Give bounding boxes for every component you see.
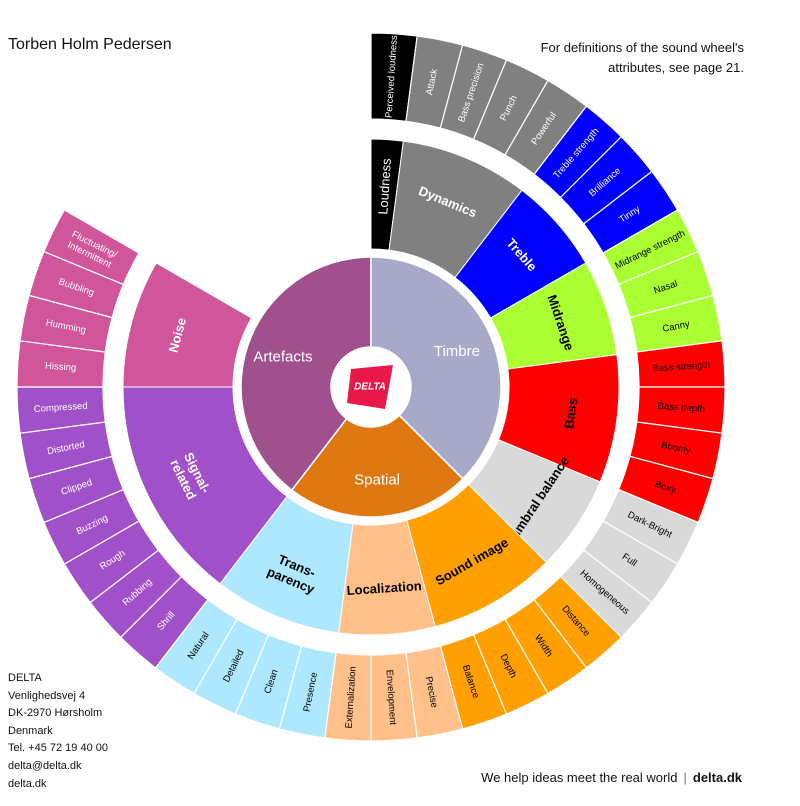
core-label-artefacts: Artefacts xyxy=(253,349,312,366)
attribute-label-perceived-loudness: Perceived loudness xyxy=(383,35,399,119)
delta-logo: DELTA xyxy=(335,351,407,423)
attribute-label-envelopment: Envelopment xyxy=(384,669,399,725)
address-line: Tel. +45 72 19 40 00 xyxy=(8,742,108,755)
logo-mark xyxy=(347,365,393,409)
footer-separator: | xyxy=(683,770,687,785)
attribute-label-externalization: Externalization xyxy=(343,666,358,729)
core-segment-timbre xyxy=(370,256,502,480)
category-label-localization: Localization xyxy=(346,578,422,598)
attribute-label-bass-strength: Bass strength xyxy=(652,359,711,374)
attribute-label-attack: Attack xyxy=(424,68,440,96)
attribute-label-compressed: Compressed xyxy=(33,400,87,414)
address-line: delta.dk xyxy=(8,777,47,790)
footer-site: delta.dk xyxy=(692,770,742,785)
logo-text: DELTA xyxy=(354,382,386,393)
core-label-spatial: Spatial xyxy=(354,471,400,488)
category-segment-signal-related xyxy=(122,386,288,585)
address-line: DK-2970 Hørsholm xyxy=(8,707,103,720)
attribute-segment-fluctuating-intermittent xyxy=(43,209,140,286)
footer: We help ideas meet the real world | delta.… xyxy=(481,770,742,785)
footer-tagline: We help ideas meet the real world xyxy=(481,770,678,785)
core-segment-artefacts xyxy=(240,256,372,492)
category-label-loudness: Loudness xyxy=(375,157,394,215)
core-label-timbre: Timbre xyxy=(434,343,480,360)
definitions-note: For definitions of the sound wheel's att… xyxy=(484,38,744,78)
address-line: delta@delta.dk xyxy=(8,759,82,772)
author-name: Torben Holm Pedersen xyxy=(8,36,172,53)
address-line: Venlighedsvej 4 xyxy=(8,689,86,702)
attribute-label-canny: Canny xyxy=(661,318,690,334)
address-block: DELTA Venlighedsvej 4 DK-2970 Hørsholm D… xyxy=(8,670,108,793)
category-label-bass: Bass xyxy=(561,397,580,430)
definitions-note-line2: attributes, see page 21. xyxy=(608,60,744,75)
definitions-note-line1: For definitions of the sound wheel's xyxy=(540,40,744,55)
attribute-label-hissing: Hissing xyxy=(45,360,77,373)
address-line: Denmark xyxy=(8,724,53,737)
core-segment-spatial xyxy=(290,414,464,518)
address-line: DELTA xyxy=(8,672,42,684)
attribute-label-bass-depth: Bass depth xyxy=(657,400,705,414)
category-segment-noise xyxy=(122,262,253,388)
